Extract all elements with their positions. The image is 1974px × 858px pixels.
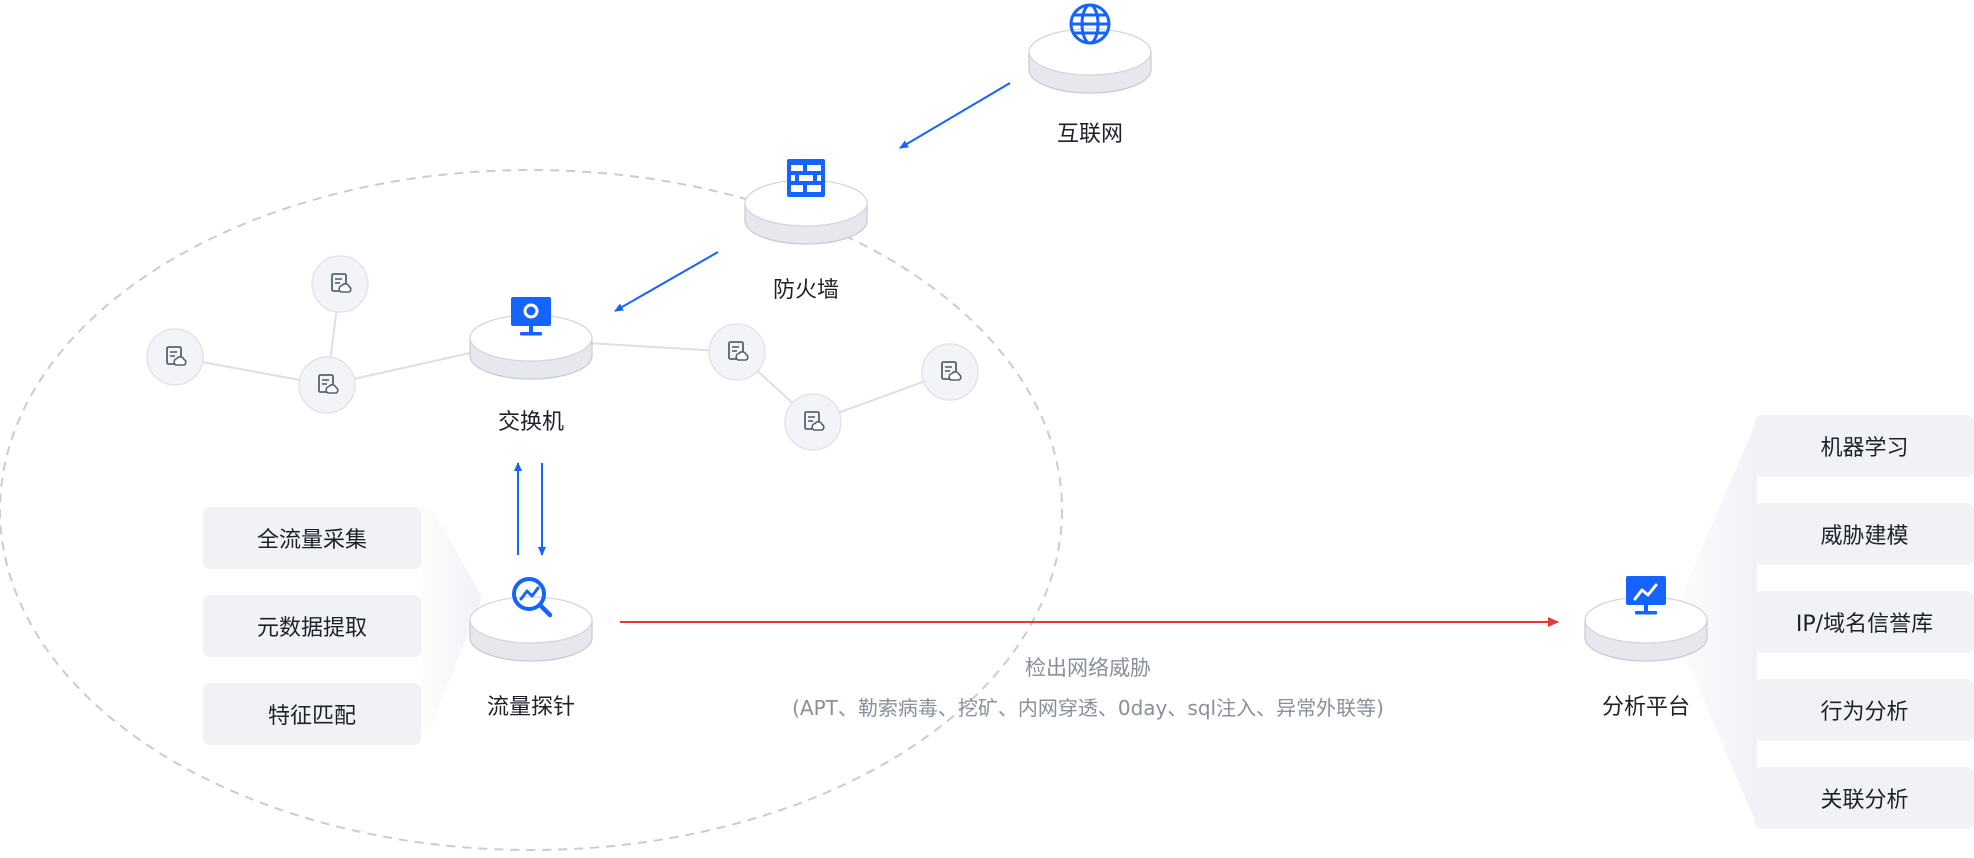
switch-label: 交换机 [497,410,564,435]
platform-feature-item: 关联分析 [1755,767,1974,829]
document-host-icon [728,341,749,361]
platform-feature-item: 威胁建模 [1755,503,1974,565]
detection-detail: (APT、勒索病毒、挖矿、内网穿透、0day、sql注入、异常外联等) [792,696,1384,720]
firewall-to-switch-arrow [614,251,719,312]
probe-feature-item: 全流量采集 [203,507,421,569]
internet-node [1028,3,1152,94]
probe-feature-fan [420,505,482,730]
host-node [146,328,204,386]
firewall-label: 防火墙 [772,278,839,303]
host-node [298,356,356,414]
probe-search-icon [512,577,553,618]
platform-feature-item: IP/域名信誉库 [1755,591,1974,653]
host-node [311,255,369,313]
document-host-icon [166,346,187,366]
platform-node [1584,576,1708,662]
probe-node [469,577,593,662]
probe-feature-item: 元数据提取 [203,595,421,657]
switch-node [469,297,593,380]
host-node [784,393,842,451]
platform-feature-item: 机器学习 [1755,415,1974,477]
host-node [921,343,979,401]
globe-icon [1069,3,1111,45]
firewall-icon [787,159,825,197]
host-node [708,323,766,381]
monitor-icon [511,297,551,336]
internet-to-firewall-arrow [899,82,1011,149]
internet-label: 互联网 [1056,122,1123,147]
document-host-icon [331,273,352,293]
chart-monitor-icon [1626,576,1666,615]
internal-network-boundary [0,169,1063,851]
document-host-icon [318,374,339,394]
platform-label: 分析平台 [1601,695,1690,720]
firewall-node [744,159,868,245]
document-host-icon [941,361,962,381]
document-host-icon [804,411,825,431]
platform-feature-fan [1670,420,1757,825]
platform-feature-item: 行为分析 [1755,679,1974,741]
detection-title: 检出网络威胁 [1025,656,1151,680]
probe-label: 流量探针 [486,695,575,720]
probe-feature-item: 特征匹配 [203,683,421,745]
